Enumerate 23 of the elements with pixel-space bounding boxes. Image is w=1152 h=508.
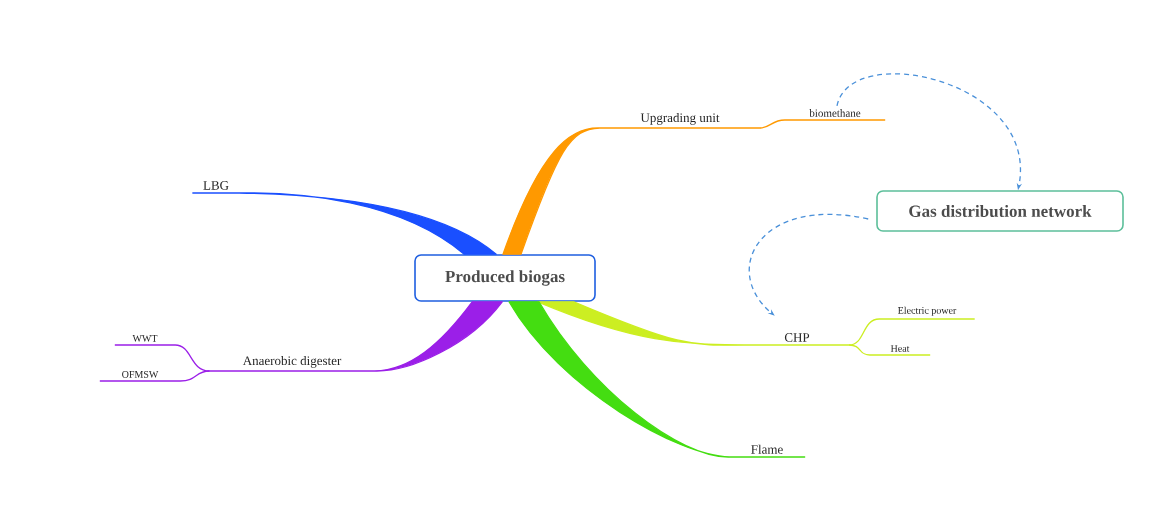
branch-label: OFMSW: [122, 371, 159, 378]
branch-line: [537, 301, 850, 346]
branch-line: [508, 301, 806, 458]
branch-line: [99, 370, 210, 382]
branch-label: Flame: [751, 444, 783, 454]
branch-label: WWT: [132, 335, 158, 342]
branch-line: [848, 318, 976, 346]
topic-box: Gas distribution network: [876, 190, 1124, 232]
branch-label: Heat: [890, 345, 910, 352]
branch-line: [502, 127, 761, 255]
branch-line: [848, 344, 931, 356]
branch-line: [114, 344, 210, 372]
branch-label: Upgrading unit: [640, 112, 720, 125]
branch-label: CHP: [784, 333, 810, 342]
branch-label: LBG: [203, 181, 229, 190]
branch-line: [759, 119, 886, 129]
branch-label: Electric power: [898, 306, 957, 316]
branch-label: biomethane: [809, 109, 861, 117]
dashed-arrow: [749, 214, 869, 316]
branch-line: [192, 192, 497, 255]
branch-line: [208, 301, 503, 372]
branch-label: Anaerobic digester: [242, 355, 342, 368]
topic-box: Produced biogas: [414, 254, 596, 302]
